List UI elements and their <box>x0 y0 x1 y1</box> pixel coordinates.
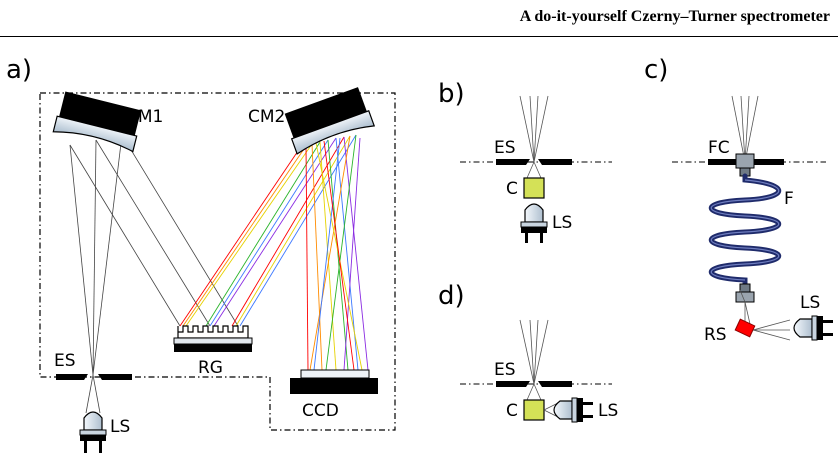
fiber-coupler-top <box>735 153 755 177</box>
ccd-detector <box>290 369 378 394</box>
ls-label-b: LS <box>552 213 572 233</box>
rg-label: RG <box>198 358 223 378</box>
slit-left-b <box>496 159 530 165</box>
panel-a-label: a) <box>6 55 32 85</box>
rays-grating-to-cm2 <box>179 134 357 327</box>
reflection-grating <box>173 325 253 352</box>
slit-left-d <box>496 381 530 387</box>
panel-a: a) <box>6 55 396 453</box>
panel-d: d) ES C LS <box>438 281 618 423</box>
ls-label-c: LS <box>800 293 820 313</box>
cm2-label: CM2 <box>248 107 285 127</box>
f-label: F <box>784 189 794 209</box>
ls-label-d: LS <box>598 401 618 421</box>
panel-b-label: b) <box>438 79 465 109</box>
slit-right-c <box>750 159 784 165</box>
panel-c-label: c) <box>644 55 668 85</box>
page-header: A do-it-yourself Czerny–Turner spectrome… <box>0 0 838 38</box>
cm2-mirror <box>284 87 376 155</box>
rays-cm1-to-grating <box>69 134 239 327</box>
panel-b: b) ES C LS <box>438 79 612 243</box>
ccd-label: CCD <box>302 401 339 421</box>
running-title: A do-it-yourself Czerny–Turner spectrome… <box>519 8 830 25</box>
rs-label: RS <box>704 325 727 345</box>
slit-right-b <box>538 159 572 165</box>
panel-d-label: d) <box>438 281 465 311</box>
fc-label: FC <box>708 138 730 158</box>
fiber-coupler-bottom <box>735 283 755 303</box>
light-source-b <box>520 203 548 243</box>
panel-c: c) FC F <box>644 55 833 345</box>
rays-c <box>731 95 759 163</box>
slit-left-c <box>708 159 740 165</box>
collimator-d <box>523 399 545 421</box>
collimator-b <box>523 177 545 199</box>
cm1-mirror <box>52 91 142 153</box>
slit-right-d <box>538 381 572 387</box>
es-label-d: ES <box>494 360 516 380</box>
c-label-d: C <box>506 401 518 421</box>
rays-slit-to-cm1 <box>69 134 123 414</box>
c-label-b: C <box>506 179 518 199</box>
spectrometer-figure: a) <box>6 55 833 453</box>
rays-d <box>519 319 549 401</box>
cm1-label: CM1 <box>126 107 163 127</box>
ls-label-a: LS <box>110 417 130 437</box>
light-source-a <box>79 411 107 453</box>
optical-fiber-coil <box>709 173 781 287</box>
light-source-d <box>553 397 593 423</box>
es-label-a: ES <box>54 351 76 371</box>
light-source-c <box>793 315 833 341</box>
rays-c-lower <box>739 289 791 341</box>
reflection-standard <box>734 318 756 338</box>
es-label-b: ES <box>494 138 516 158</box>
rays-b <box>519 95 549 179</box>
header-rule <box>0 36 838 37</box>
entrance-slit <box>56 374 132 380</box>
enclosure-outline <box>39 92 396 431</box>
rays-cm2-to-ccd <box>305 134 369 371</box>
